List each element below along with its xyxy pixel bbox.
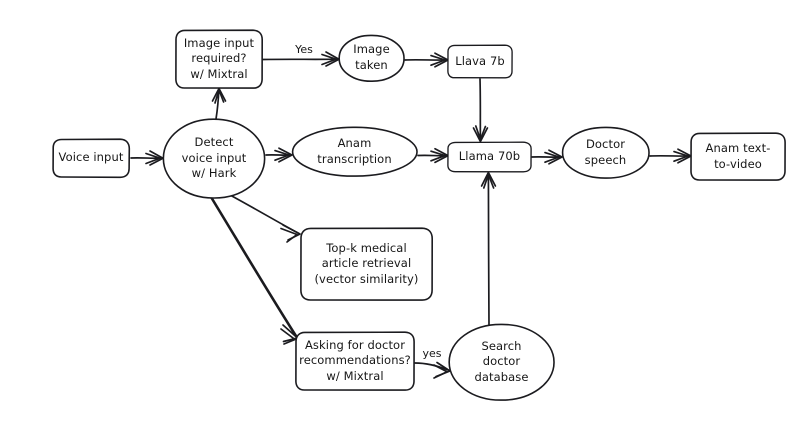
edge-detect-voice-to-image-required	[211, 87, 227, 120]
node-voice-input[interactable]	[52, 138, 131, 179]
node-asking-doctor[interactable]	[295, 331, 415, 391]
node-llava-7b[interactable]	[447, 44, 513, 79]
edge-image-required-to-image-taken	[262, 51, 340, 67]
edge-doctor-speech-to-anam-text-video	[649, 148, 692, 164]
edge-anam-transcription-to-llama-70b	[417, 147, 449, 164]
node-image-taken[interactable]	[338, 34, 405, 83]
node-llama-70b[interactable]	[447, 141, 532, 173]
node-layer	[52, 29, 786, 401]
node-detect-voice[interactable]	[162, 118, 266, 199]
edge-search-doctor-db-to-llama-70b	[480, 171, 497, 328]
edge-asking-doctor-to-search-doctor-db	[414, 361, 451, 379]
node-image-required[interactable]	[175, 29, 264, 89]
edge-detect-voice-to-topk-retrieval	[229, 194, 301, 243]
node-topk-retrieval[interactable]	[300, 227, 434, 301]
node-anam-text-to-video[interactable]	[690, 132, 786, 181]
edge-detect-voice-to-asking-doctor	[209, 195, 299, 345]
edge-llava-7b-to-llama-70b	[472, 78, 489, 143]
edge-voice-input-to-detect-voice	[130, 150, 164, 166]
edge-layer	[130, 51, 692, 379]
edge-image-taken-to-llava-7b	[404, 52, 449, 68]
edge-llama-70b-to-doctor-speech	[531, 149, 563, 165]
node-doctor-speech[interactable]	[561, 126, 650, 179]
node-search-doctor-db[interactable]	[448, 323, 555, 401]
node-anam-transcription[interactable]	[291, 126, 418, 177]
edge-detect-voice-to-anam-transcription	[265, 147, 293, 163]
